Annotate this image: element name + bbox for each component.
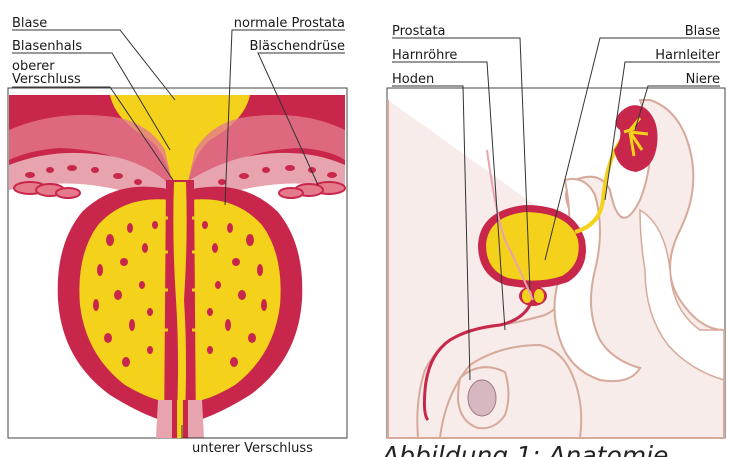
left-diagram: Blase Blasenhals oberer Verschluss norma… bbox=[8, 16, 347, 456]
label-blase: Blase bbox=[12, 16, 47, 31]
label-hoden: Hoden bbox=[392, 72, 434, 87]
label-niere: Niere bbox=[686, 72, 720, 87]
label-normale-prostata: normale Prostata bbox=[234, 16, 345, 31]
label-harnroehre: Harnröhre bbox=[392, 48, 457, 63]
label-blaeschendruese: Bläschendrüse bbox=[249, 39, 345, 54]
label-unterer-verschluss: unterer Verschluss bbox=[192, 441, 313, 456]
testis bbox=[468, 380, 496, 416]
right-diagram: Prostata Harnröhre Hoden Blase Harnleite… bbox=[387, 24, 725, 438]
label-oberer-line2: Verschluss bbox=[12, 72, 81, 87]
label-harnleiter: Harnleiter bbox=[655, 48, 720, 63]
figure-caption: Abbildung 1: Anatomie bbox=[380, 441, 668, 457]
label-blase-right: Blase bbox=[685, 24, 720, 39]
label-prostata: Prostata bbox=[392, 24, 446, 39]
label-blasenhals: Blasenhals bbox=[12, 39, 82, 54]
prostate bbox=[519, 286, 547, 306]
